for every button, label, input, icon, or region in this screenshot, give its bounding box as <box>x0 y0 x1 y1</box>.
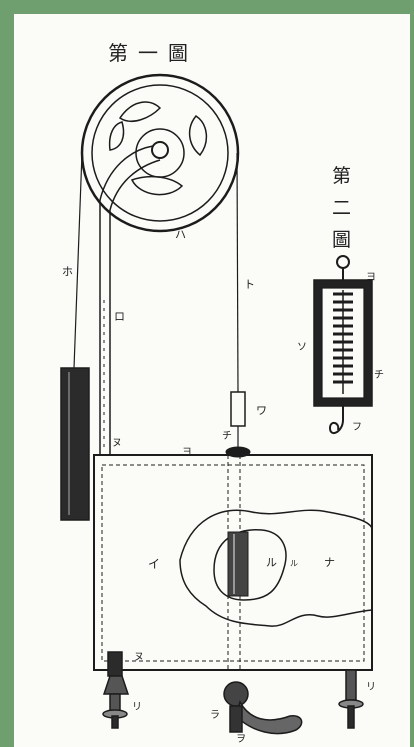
right-cord-label: ト <box>244 278 255 291</box>
fig2-bottom-label: フ <box>352 422 362 433</box>
right-leg <box>338 669 364 729</box>
faucet <box>102 651 130 695</box>
bottom-crank <box>223 681 303 735</box>
fig2-mid-label: チ <box>374 369 384 381</box>
right-weight <box>230 391 246 427</box>
crank-label-2: ヲ <box>236 734 246 745</box>
tank-inner-label: ル <box>266 556 277 569</box>
top-seam-label: ヨ <box>182 447 192 458</box>
fig1-title: 第一圖 <box>108 41 198 65</box>
left-weight <box>60 367 90 521</box>
left-leg-label: リ <box>132 702 142 713</box>
right-weight-label: ワ <box>256 404 267 417</box>
tube <box>99 145 161 455</box>
right-connector-label: チ <box>222 430 232 442</box>
left-cord-label: ホ <box>62 265 73 278</box>
right-leg-label: リ <box>366 682 376 693</box>
faucet-label: ヌ <box>134 652 144 663</box>
left-leg <box>102 693 128 729</box>
fig2-side-label: ソ <box>297 342 307 353</box>
fig2-top-label: ヨ <box>366 272 376 283</box>
tank-left-label: イ <box>148 557 160 571</box>
tube-label: ロ <box>114 310 125 323</box>
fig2-title-char-1: 第 <box>332 165 351 187</box>
pulley-wheel <box>80 73 240 233</box>
spring-scale <box>313 255 373 435</box>
valve-top-left-label: ヌ <box>112 438 122 449</box>
wheel-label: ハ <box>175 228 186 241</box>
fig2-title-char-2: 二 <box>332 197 351 219</box>
fig2-title-char-3: 圖 <box>332 229 351 251</box>
cutaway <box>179 509 373 627</box>
left-cord <box>73 152 83 369</box>
tiny-mark: ル <box>290 559 298 568</box>
tank-right-label: ナ <box>324 556 335 569</box>
crank-label: ラ <box>210 709 220 721</box>
